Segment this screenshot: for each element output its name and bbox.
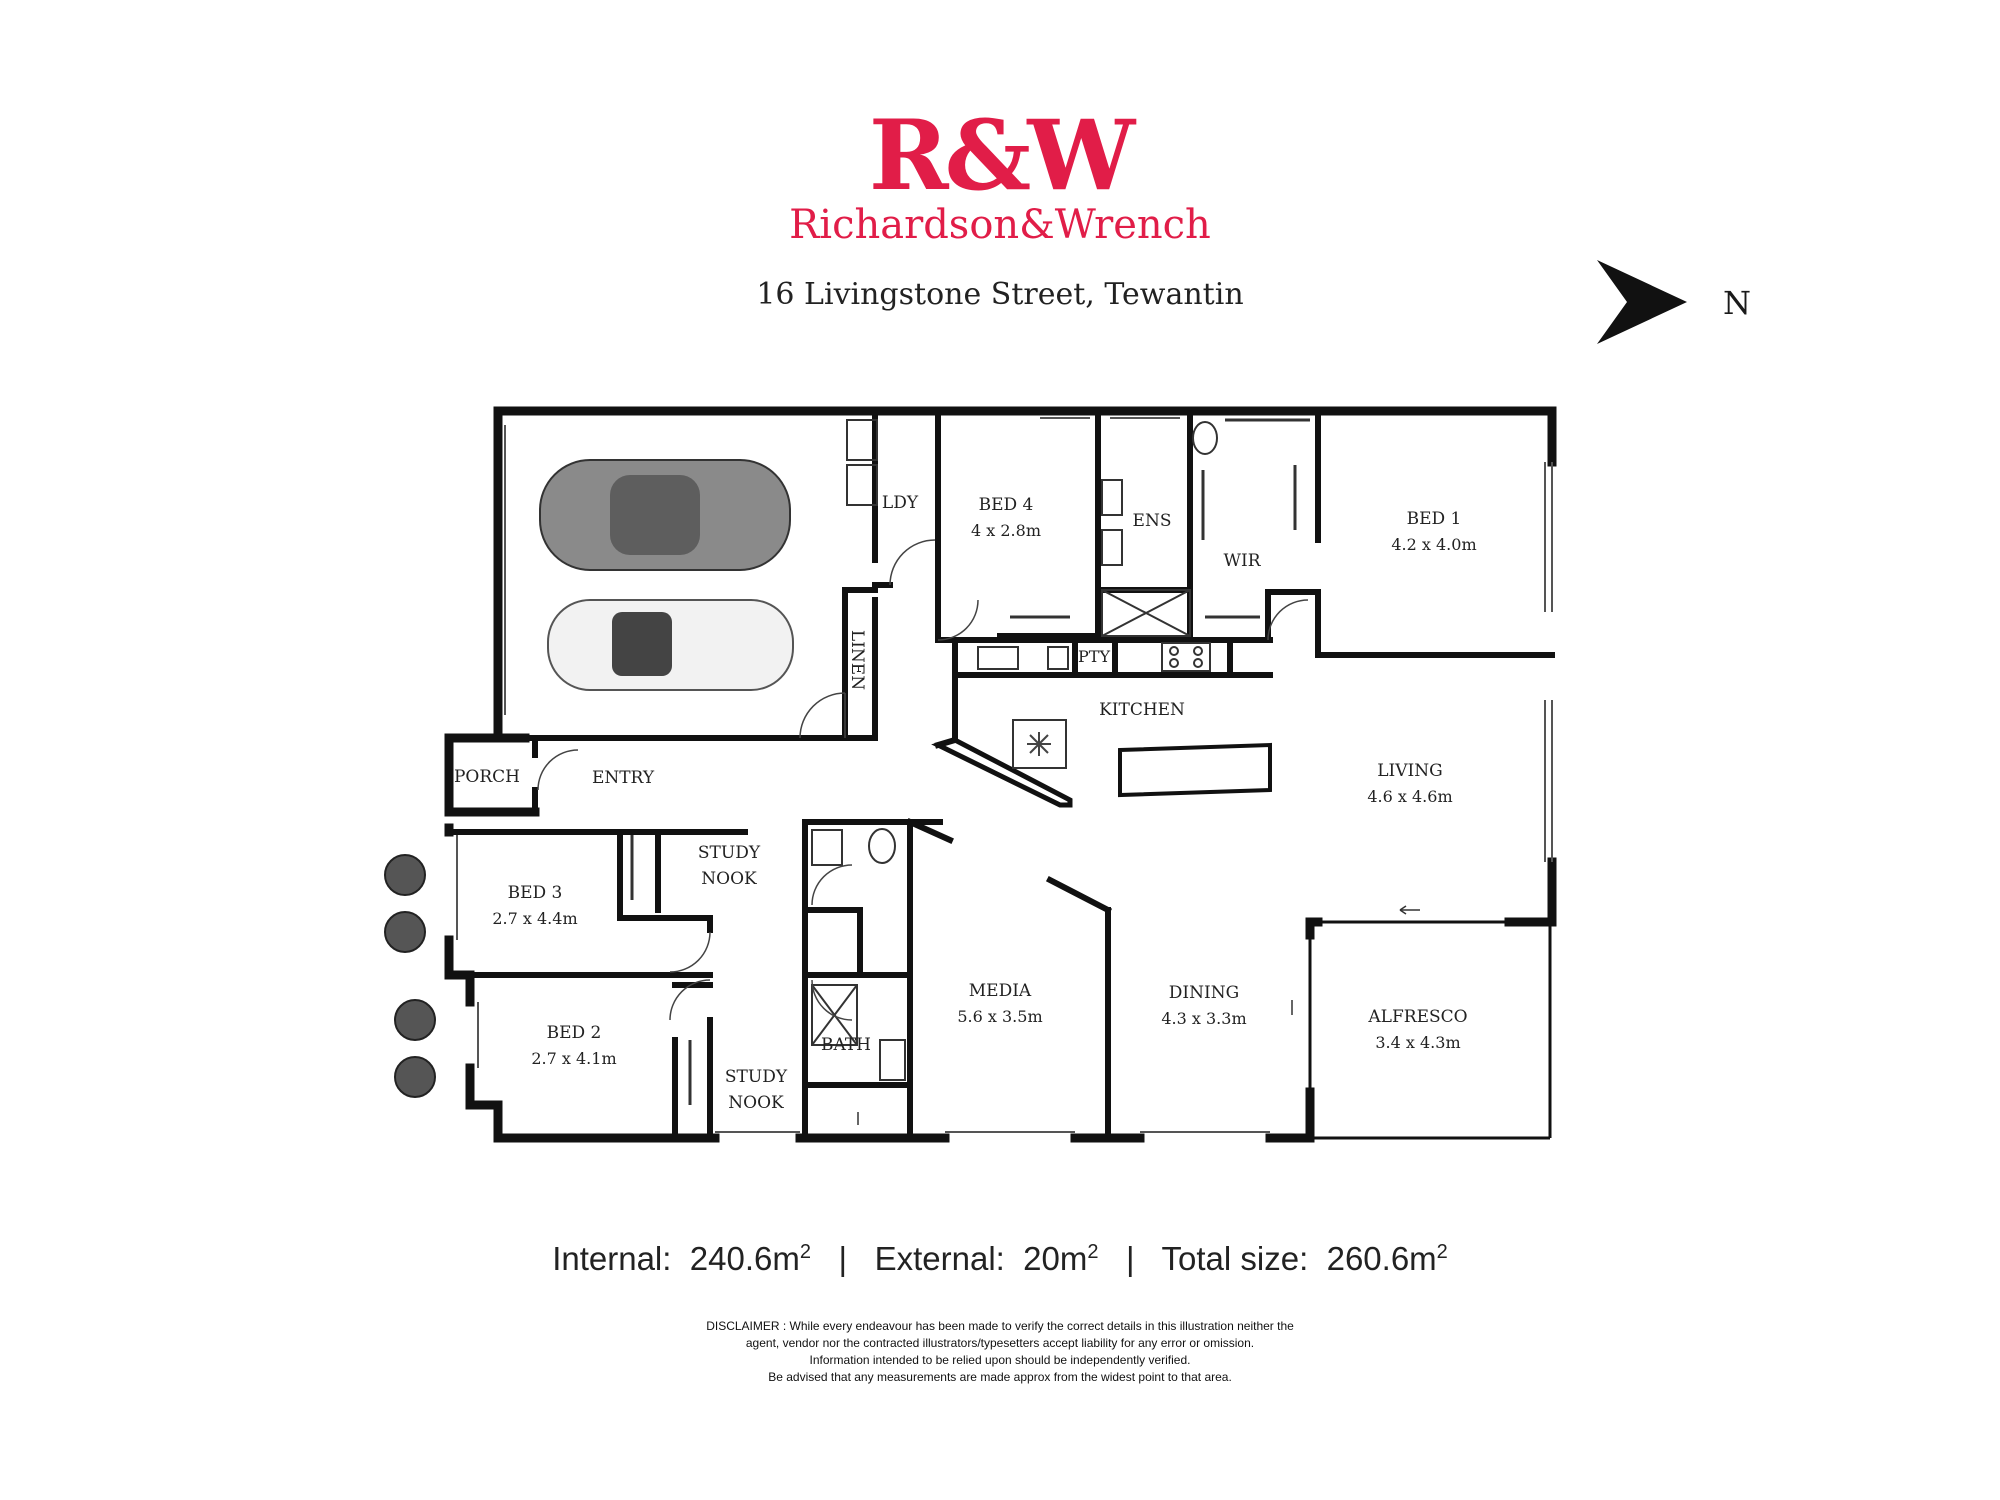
room-label-media: MEDIA bbox=[969, 981, 1032, 1001]
room-size-alfresco: 3.4 x 4.3m bbox=[1375, 1033, 1460, 1052]
internal-label: Internal: bbox=[552, 1240, 672, 1277]
fan-icon bbox=[1027, 732, 1051, 756]
disclaimer: DISCLAIMER : While every endeavour has b… bbox=[600, 1318, 1400, 1386]
north-label: N bbox=[1723, 284, 1751, 322]
room-label-ldy: LDY bbox=[882, 493, 919, 513]
room-label-bed2: BED 2 bbox=[547, 1023, 602, 1043]
room-label-wir: WIR bbox=[1224, 551, 1262, 571]
property-address: 16 Livingstone Street, Tewantin bbox=[756, 277, 1244, 312]
alfresco-outline bbox=[1308, 920, 1552, 1140]
fixtures bbox=[811, 419, 1218, 1081]
external-unit-sup: 2 bbox=[1087, 1241, 1099, 1263]
room-label-bed4: BED 4 bbox=[979, 495, 1034, 515]
brand-logo: R&W bbox=[868, 99, 1135, 212]
room-label-pty: PTY bbox=[1078, 647, 1110, 666]
external-value: 20m bbox=[1023, 1240, 1088, 1277]
external-label: External: bbox=[874, 1240, 1005, 1277]
door-swings bbox=[537, 539, 1309, 1021]
room-label-porch: PORCH bbox=[454, 767, 520, 787]
separator-1: | bbox=[838, 1240, 848, 1277]
room-label-study-nook-1-line1: STUDY bbox=[698, 843, 761, 863]
total-unit-sup: 2 bbox=[1436, 1241, 1448, 1263]
internal-unit-sup: 2 bbox=[799, 1241, 811, 1263]
tree-icons bbox=[384, 854, 436, 1098]
room-label-study-nook-2-line2: NOOK bbox=[728, 1093, 784, 1113]
internal-value: 240.6m bbox=[689, 1240, 800, 1277]
room-size-bed3: 2.7 x 4.4m bbox=[492, 909, 577, 928]
wardrobe-hatching bbox=[630, 418, 1310, 1105]
area-summary: Internal: 240.6m2 | External: 20m2 | Tot… bbox=[0, 1240, 2000, 1278]
room-label-bath: BATH bbox=[821, 1035, 871, 1055]
disclaimer-line-3: Information intended to be relied upon s… bbox=[809, 1353, 1191, 1367]
room-label-dining: DINING bbox=[1169, 983, 1239, 1003]
room-label-bed1: BED 1 bbox=[1407, 509, 1462, 529]
room-label-study-nook-2-line1: STUDY bbox=[725, 1067, 788, 1087]
room-label-living: LIVING bbox=[1377, 761, 1442, 781]
room-size-bed1: 4.2 x 4.0m bbox=[1391, 535, 1476, 554]
room-size-living: 4.6 x 4.6m bbox=[1367, 787, 1452, 806]
interior-walls bbox=[446, 408, 1555, 1141]
room-label-ens: ENS bbox=[1133, 511, 1172, 531]
separator-2: | bbox=[1126, 1240, 1135, 1277]
disclaimer-line-2: agent, vendor nor the contracted illustr… bbox=[745, 1336, 1255, 1350]
sink-icon bbox=[977, 646, 1069, 670]
kitchen-counter bbox=[931, 737, 1073, 808]
room-label-bed3: BED 3 bbox=[508, 883, 563, 903]
total-value: 260.6m bbox=[1326, 1240, 1437, 1277]
room-label-entry: ENTRY bbox=[592, 768, 655, 788]
room-size-bed4: 4 x 2.8m bbox=[971, 521, 1041, 540]
north-arrow-icon bbox=[1597, 260, 1687, 344]
sliding-door-arrows bbox=[857, 905, 1420, 1125]
room-label-alfresco: ALFRESCO bbox=[1367, 1007, 1467, 1027]
total-label: Total size: bbox=[1161, 1240, 1309, 1277]
disclaimer-line-1: DISCLAIMER : While every endeavour has b… bbox=[706, 1319, 1294, 1333]
car-icon bbox=[539, 459, 794, 691]
kitchen-island bbox=[1118, 742, 1272, 798]
room-label-linen: LINEN bbox=[847, 630, 867, 690]
disclaimer-line-4: Be advised that any measurements are mad… bbox=[768, 1370, 1232, 1384]
room-label-kitchen: KITCHEN bbox=[1099, 700, 1185, 720]
windows bbox=[456, 417, 1553, 1133]
room-size-media: 5.6 x 3.5m bbox=[957, 1007, 1042, 1026]
room-size-dining: 4.3 x 3.3m bbox=[1161, 1009, 1246, 1028]
room-size-bed2: 2.7 x 4.1m bbox=[531, 1049, 616, 1068]
stove-icon bbox=[1161, 642, 1211, 672]
brand-name: Richardson&Wrench bbox=[789, 202, 1211, 248]
room-label-study-nook-1-line2: NOOK bbox=[701, 869, 757, 889]
